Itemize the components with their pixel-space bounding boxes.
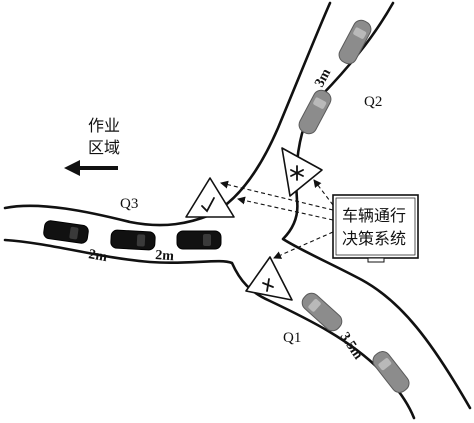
decision-system-line2: 决策系统 [342, 229, 406, 248]
branch-label-q3: Q3 [120, 196, 138, 212]
road-edge-q3-bottom-q1-bottom [3, 238, 416, 420]
vehicle-q2-2 [298, 89, 332, 135]
work-zone-line2: 区域 [88, 138, 120, 157]
vehicle-q1-2 [372, 351, 410, 393]
sign-q3 [185, 177, 235, 218]
branch-label-q1: Q1 [283, 330, 301, 346]
branch-label-q2: Q2 [364, 94, 382, 110]
vehicle-q1-1 [301, 292, 343, 332]
left-arrow-icon [64, 160, 118, 176]
check-mark-icon [201, 197, 215, 213]
vehicle-q3-2 [110, 229, 156, 251]
vehicle-q3-1 [43, 220, 89, 244]
q2-vehicles [298, 19, 372, 135]
distance-label-q1: 3.5m [337, 330, 366, 363]
vehicle-q2-1 [338, 19, 372, 65]
link-to-sign-q2 [313, 179, 334, 206]
decision-system-frame [332, 194, 419, 259]
sign-q1 [245, 256, 293, 301]
work-zone: 作业 区域 [64, 116, 120, 176]
cross-icon [262, 278, 274, 292]
road-edge-q2-right-q1-top [281, 1, 472, 410]
asterisk-icon [290, 165, 304, 181]
q3-vehicles [43, 220, 222, 251]
control-links [220, 179, 334, 259]
link-to-sign-q3-top [220, 180, 334, 211]
decision-system: 车辆通行 决策系统 [332, 194, 419, 263]
work-zone-line1: 作业 [88, 116, 120, 135]
link-to-sign-q3-side [237, 196, 334, 221]
distance-label-q3-1: 2m [87, 247, 108, 265]
distance-label-q3-2: 2m [155, 248, 175, 264]
decision-system-stand [367, 257, 385, 263]
decision-system-line1: 车辆通行 [342, 206, 406, 225]
vehicle-q3-3 [176, 230, 222, 250]
q1-vehicles [301, 292, 410, 393]
link-to-sign-q1 [273, 231, 334, 259]
decision-system-inner-frame [335, 197, 416, 256]
sign-q2 [281, 147, 323, 197]
road-edge-q3-top-q2-left [3, 1, 332, 227]
